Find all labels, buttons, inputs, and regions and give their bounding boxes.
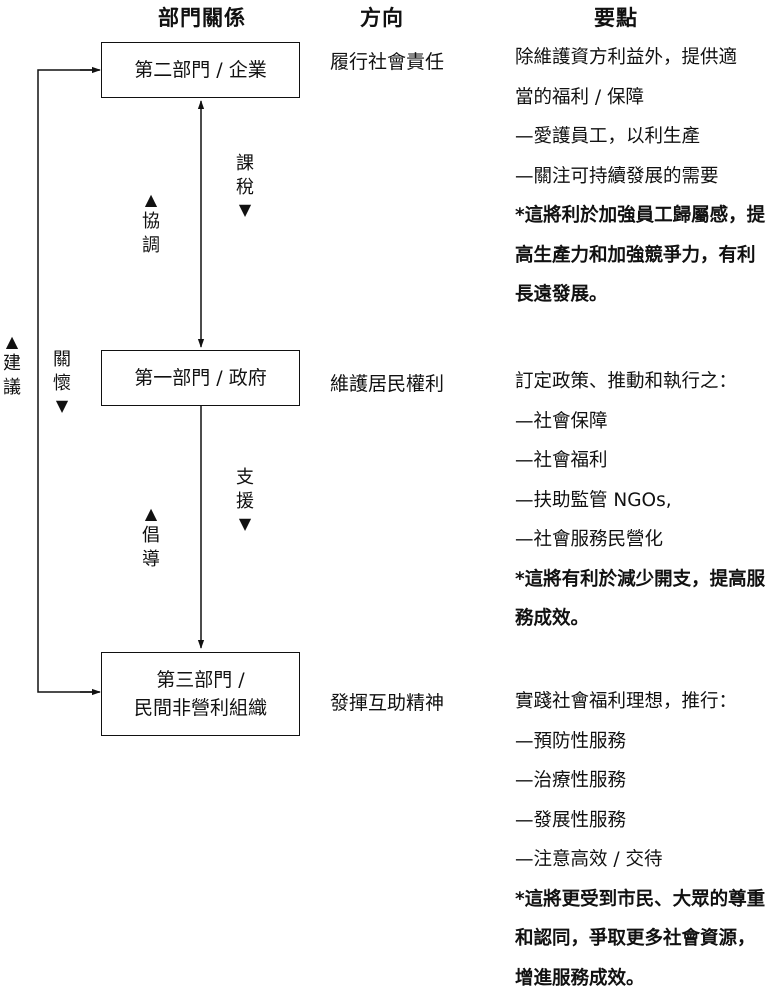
- point-line: 當的福利 / 保障: [515, 78, 773, 118]
- down-triangle-icon: ▼: [239, 514, 251, 534]
- direction-first-sector: 維護居民權利: [330, 369, 444, 396]
- label-advocate-char-2: 導: [142, 548, 160, 572]
- point-line: —發展性服務: [515, 801, 773, 841]
- point-note: *這將更受到市民、大眾的尊重和認同，爭取更多社會資源，增進服務成效。: [515, 880, 773, 998]
- box-first-sector: 第一部門 / 政府: [101, 350, 300, 406]
- label-suggest-char-2: 議: [3, 376, 21, 400]
- up-triangle-icon: ▲: [6, 332, 18, 352]
- point-line: 除維護資方利益外，提供適: [515, 38, 773, 78]
- box-second-sector-label: 第二部門 / 企業: [134, 56, 266, 84]
- label-care-char-2: 懷: [53, 372, 71, 396]
- box-second-sector: 第二部門 / 企業: [101, 42, 300, 98]
- label-tax-char-2: 稅: [236, 176, 254, 200]
- point-line: —社會福利: [515, 441, 773, 481]
- label-advocate-char-1: 倡: [142, 524, 160, 548]
- up-triangle-icon: ▲: [145, 504, 157, 524]
- label-tax: 課 稅 ▼: [236, 152, 254, 220]
- label-advocate: ▲ 倡 導: [142, 504, 160, 572]
- direction-third-sector: 發揮互助精神: [330, 688, 444, 715]
- label-support-char-2: 援: [236, 490, 254, 514]
- points-first-sector: 訂定政策、推動和執行之： —社會保障 —社會福利 —扶助監管 NGOs, —社會…: [515, 362, 773, 639]
- label-coordinate-char-2: 調: [142, 234, 160, 258]
- point-line: —社會保障: [515, 402, 773, 442]
- point-line: —預防性服務: [515, 722, 773, 762]
- label-care-char-1: 關: [53, 348, 71, 372]
- up-triangle-icon: ▲: [145, 190, 157, 210]
- point-line: —關注可持續發展的需要: [515, 157, 773, 197]
- point-line: —社會服務民營化: [515, 520, 773, 560]
- label-support-char-1: 支: [236, 466, 254, 490]
- point-line: —愛護員工，以利生產: [515, 117, 773, 157]
- point-line: —治療性服務: [515, 761, 773, 801]
- down-triangle-icon: ▼: [56, 396, 68, 416]
- label-suggest: ▲ 建 議: [3, 332, 21, 400]
- label-support: 支 援 ▼: [236, 466, 254, 534]
- point-line: 實踐社會福利理想，推行：: [515, 682, 773, 722]
- direction-second-sector: 履行社會責任: [330, 47, 444, 74]
- label-care: 關 懷 ▼: [53, 348, 71, 416]
- point-note: *這將有利於減少開支，提高服務成效。: [515, 560, 773, 639]
- label-coordinate: ▲ 協 調: [142, 190, 160, 258]
- box-third-sector-label-2: 民間非營利組織: [134, 694, 267, 722]
- point-note: *這將利於加強員工歸屬感，提高生產力和加強競爭力，有利長遠發展。: [515, 196, 773, 315]
- points-third-sector: 實踐社會福利理想，推行： —預防性服務 —治療性服務 —發展性服務 —注意高效 …: [515, 682, 773, 998]
- label-suggest-char-1: 建: [3, 352, 21, 376]
- box-third-sector-label-1: 第三部門 /: [156, 666, 244, 694]
- label-coordinate-char-1: 協: [142, 210, 160, 234]
- label-tax-char-1: 課: [236, 152, 254, 176]
- box-first-sector-label: 第一部門 / 政府: [134, 364, 266, 392]
- point-line: 訂定政策、推動和執行之：: [515, 362, 773, 402]
- point-line: —扶助監管 NGOs,: [515, 481, 773, 521]
- down-triangle-icon: ▼: [239, 200, 251, 220]
- points-second-sector: 除維護資方利益外，提供適 當的福利 / 保障 —愛護員工，以利生產 —關注可持續…: [515, 38, 773, 315]
- box-third-sector: 第三部門 / 民間非營利組織: [101, 652, 300, 736]
- point-line: —注意高效 / 交待: [515, 840, 773, 880]
